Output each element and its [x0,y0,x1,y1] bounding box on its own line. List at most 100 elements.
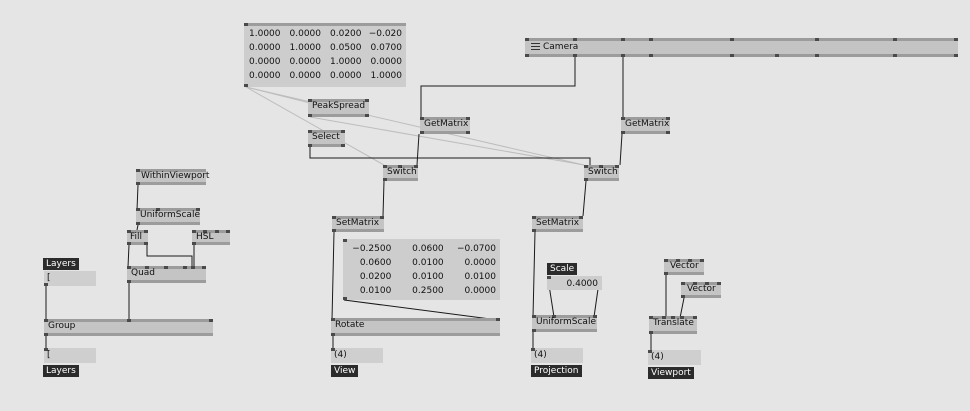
link [532,231,536,318]
matrix-cell: 0.0000 [289,71,322,81]
matrix-cell: 1.0000 [249,29,281,39]
link [420,57,576,118]
vector-node[interactable]: Vector [681,282,721,298]
matrix-cell: 0.0200 [330,29,362,39]
matrix-cell: −0.020 [368,29,402,39]
matrix-value-box[interactable]: 1.0000 0.0000 0.0200 −0.020 0.0000 1.0000 0.0… [244,23,406,87]
link [593,288,599,318]
faint-link [245,86,585,166]
matrix-cell: 0.2500 [412,286,444,296]
link [136,184,139,211]
link [382,180,385,217]
node-label: Rotate [335,320,365,330]
node-label: Vector [670,261,699,271]
matrix-cell: 0.0100 [464,272,496,282]
node-label: Select [312,132,340,142]
io-value: [ [47,350,51,360]
projection-output-box[interactable]: (4) [531,348,583,363]
rotate-node[interactable]: Rotate [331,318,500,336]
matrix-cell: 0.0200 [359,272,392,282]
fill-node[interactable]: Fill [127,230,148,245]
vector-node[interactable]: Vector [664,259,704,275]
matrix-cell: −0.0700 [456,244,496,254]
matrix-cell: 0.0100 [359,286,392,296]
link [619,133,623,166]
layers-input-box[interactable]: [ [44,271,96,286]
matrix-cell: 0.0100 [412,272,444,282]
layers-output-box[interactable]: [ [44,348,96,363]
faint-link [245,86,311,104]
set-matrix-node[interactable]: SetMatrix [532,216,583,232]
uniform-scale-node[interactable]: UniformScale [532,315,597,332]
node-label: SetMatrix [536,218,580,228]
switch-node[interactable]: Switch [584,165,619,181]
io-label-layers-in: Layers [43,258,79,270]
io-label-viewport: Viewport [648,367,694,379]
camera-node[interactable]: Camera [525,38,958,57]
view-output-box[interactable]: (4) [331,348,383,363]
matrix-cell: 1.0000 [370,71,403,81]
link [416,133,420,166]
node-label: Group [48,321,76,331]
camera-icon [531,43,540,50]
io-label-projection: Projection [531,365,582,377]
io-value: 0.4000 [566,279,599,289]
io-label-layers-out: Layers [43,365,79,377]
link [679,297,685,319]
group-node[interactable]: Group [44,319,213,336]
node-label: UniformScale [140,210,200,220]
matrix-cell: 1.0000 [330,57,362,67]
set-matrix-node[interactable]: SetMatrix [332,216,384,232]
io-label-scale: Scale [547,263,578,275]
node-label: Switch [588,167,618,177]
node-label: GetMatrix [625,119,670,129]
link [582,180,587,217]
matrix-cell: 0.0600 [359,258,392,268]
matrix-cell: 0.0700 [370,43,403,53]
matrix-cell: 1.0000 [289,43,322,53]
link [309,147,591,165]
viewport-output-box[interactable]: (4) [648,350,701,365]
io-value: (4) [651,352,664,362]
matrix-cell: 0.0000 [289,29,322,39]
node-label: Translate [653,318,694,328]
translate-node[interactable]: Translate [649,316,697,334]
io-value: (4) [334,350,347,360]
link [343,299,499,321]
matrix-cell: 0.0000 [249,43,281,53]
select-node[interactable]: Select [308,130,345,147]
quad-node[interactable]: Quad [127,266,206,283]
link [127,244,130,268]
matrix-cell: 0.0000 [464,258,496,268]
matrix-cell: 0.0000 [289,57,322,67]
node-label: UniformScale [536,317,596,327]
matrix-cell: −0.2500 [352,244,392,254]
get-matrix-node[interactable]: GetMatrix [621,117,670,134]
within-viewport-node[interactable]: WithinViewport [136,169,210,185]
uniform-scale-node[interactable]: UniformScale [136,208,200,225]
link [331,231,335,321]
hsl-node[interactable]: HSL [192,230,230,245]
matrix-cell: 0.0000 [464,286,496,296]
node-label: Camera [543,42,579,52]
node-label: WithinViewport [141,171,210,181]
get-matrix-node[interactable]: GetMatrix [420,117,470,134]
node-label: HSL [196,232,214,242]
peak-spread-node[interactable]: PeakSpread [308,99,369,117]
node-label: PeakSpread [312,101,366,111]
switch-node[interactable]: Switch [383,165,418,181]
node-label: Quad [131,268,156,278]
matrix-cell: 0.0000 [370,57,403,67]
matrix-cell: 0.0000 [249,57,281,67]
node-label: Switch [387,167,417,177]
node-label: Vector [687,284,716,294]
node-label: GetMatrix [424,119,469,129]
matrix-cell: 0.0600 [412,244,444,254]
io-value: [ [47,273,51,283]
matrix-cell: 0.0000 [330,71,362,81]
io-label-view: View [331,365,359,377]
scale-value-box[interactable]: 0.4000 [547,276,602,290]
